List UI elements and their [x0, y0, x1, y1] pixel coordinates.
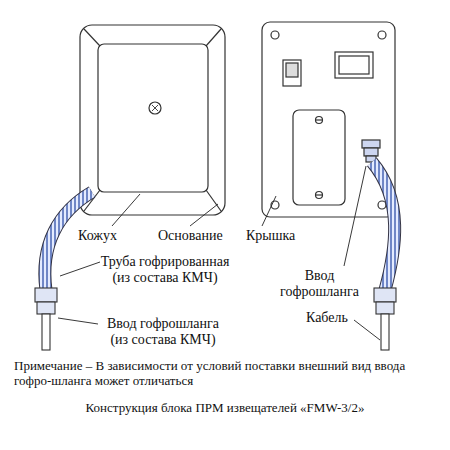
part-name: Кабель — [306, 310, 348, 326]
part-name: Кожух — [78, 228, 117, 244]
part-name: Ввод гофрошланга — [272, 268, 367, 300]
figure-caption: Конструкция блока ПРМ извещателей «FMW-3… — [10, 400, 440, 415]
part-name: Ввод гофрошланга (из состава КМЧ) — [98, 316, 228, 348]
note-text: Примечание – В зависимости от условий по… — [14, 358, 438, 388]
part-name: Основание — [158, 228, 223, 244]
part-name: Крышка — [246, 228, 295, 244]
part-name: Труба гофрированная (из состава КМЧ) — [100, 254, 230, 286]
